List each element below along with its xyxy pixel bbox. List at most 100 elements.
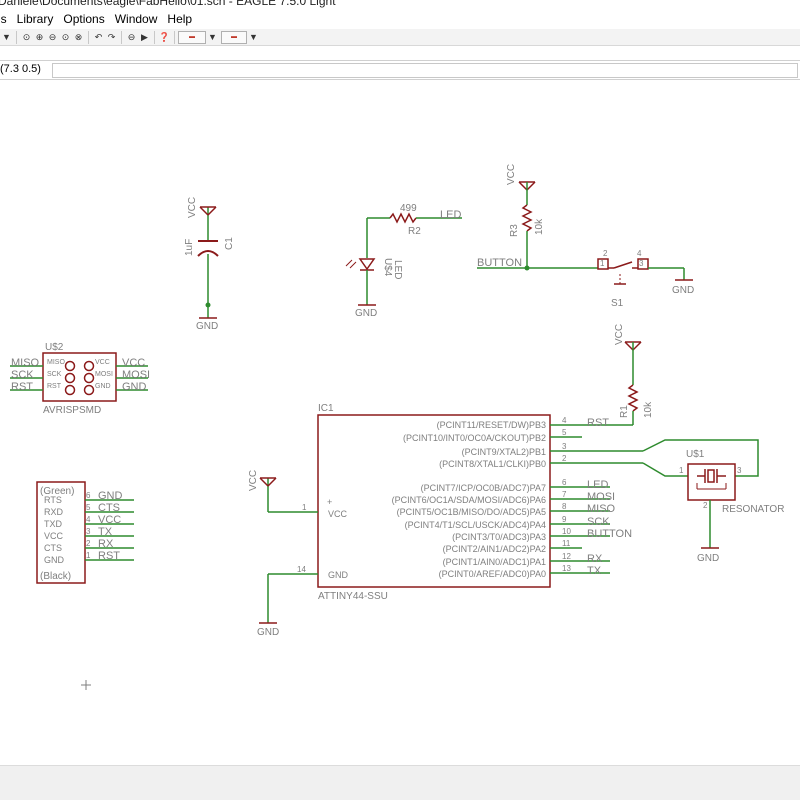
ic1-net-button: BUTTON <box>587 528 632 540</box>
menu-help[interactable]: Help <box>167 12 193 26</box>
ftdi-bottom-label: (Black) <box>40 571 71 582</box>
ic1-gnd-pin: GND <box>328 570 349 580</box>
ic1-net-rx: RX <box>587 553 603 565</box>
schematic-canvas[interactable]: VCC 1uF C1 GND 499 R2 LED U$4 LED GND VC… <box>0 80 800 765</box>
design-link-icon[interactable]: ▬ <box>178 30 206 44</box>
r1-value-label: 10k <box>643 401 654 418</box>
go-icon[interactable]: ▶ <box>141 31 148 42</box>
led-name-label: U$4 <box>382 258 393 277</box>
s1-pin3-label: 3 <box>639 259 644 268</box>
menu-tools[interactable]: ls <box>0 12 7 26</box>
toolbar-separator <box>154 30 155 44</box>
menu-options[interactable]: Options <box>63 12 105 26</box>
c1-gnd-label: GND <box>196 321 218 332</box>
ic1-num-4: 4 <box>562 416 567 425</box>
r3-name-label: R3 <box>509 224 520 237</box>
isp-pin-miso: MISO <box>47 359 65 366</box>
ic1-num-12: 12 <box>562 552 571 561</box>
ftdi-pin-cts: CTS <box>44 543 62 553</box>
help-icon[interactable]: ❓ <box>158 31 171 42</box>
isp-net-miso: MISO <box>11 357 40 369</box>
resonator-name-label: U$1 <box>686 449 705 460</box>
stop-icon[interactable]: ⊖ <box>127 31 136 42</box>
ic1-num-10: 10 <box>562 527 571 536</box>
ftdi-pin-txd: TXD <box>44 519 63 529</box>
ic1-pin-pa7: (PCINT7/ICP/OC0B/ADC7)PA7 <box>421 483 546 493</box>
ic1-num-13: 13 <box>562 564 571 573</box>
toolbar-separator <box>174 30 175 44</box>
redo-icon[interactable]: ↷ <box>107 31 116 42</box>
ic1-net-led: LED <box>587 479 608 491</box>
switch-s1[interactable]: 2 4 1 3 S1 GND <box>597 249 694 309</box>
origin-marker <box>81 680 91 690</box>
resistor-r1[interactable]: VCC R1 10k <box>614 324 654 425</box>
open-icon[interactable]: ▼ <box>2 32 11 42</box>
isp-pin-sck: SCK <box>47 371 62 378</box>
ic1-pin-pa1: (PCINT1/AIN0/ADC1)PA1 <box>443 557 546 567</box>
toolbar-separator <box>88 30 89 44</box>
zoom-fit-icon[interactable]: ⊙ <box>22 31 31 42</box>
led-u4[interactable]: U$4 LED GND <box>345 258 403 319</box>
ic1-gnd-num: 14 <box>297 565 306 574</box>
menu-library[interactable]: Library <box>16 12 54 26</box>
ic1-value-label: ATTINY44-SSU <box>318 591 388 602</box>
command-input[interactable] <box>52 63 798 78</box>
s1-pin1-label: 1 <box>600 259 605 268</box>
resonator-gnd-label: GND <box>697 553 719 564</box>
isp-header-u2[interactable]: U$2 AVRISPSMD MISO SCK RST MISO SCK RST … <box>10 342 150 416</box>
ic1-pin-pb2: (PCINT10/INT0/OC0A/CKOUT)PB2 <box>403 433 546 443</box>
s1-name-label: S1 <box>611 298 624 309</box>
resonator-pin2: 2 <box>703 501 708 510</box>
dropdown-icon[interactable]: ▼ <box>208 32 217 42</box>
ic1-num-6: 6 <box>562 478 567 487</box>
ftdi-num-5: 5 <box>86 503 91 512</box>
zoom-in-icon[interactable]: ⊕ <box>35 31 44 42</box>
ftdi-num-3: 3 <box>86 527 91 536</box>
window-title: Daniele\Documents\eagle\FabHello\01.sch … <box>0 0 336 8</box>
isp-net-vcc: VCC <box>122 357 145 369</box>
c1-value-label: 1uF <box>184 239 195 256</box>
r3-value-label: 10k <box>534 218 545 235</box>
cad-soft-icon[interactable]: ▬ <box>221 30 247 44</box>
capacitor-c1[interactable]: VCC 1uF C1 GND <box>184 197 235 332</box>
zoom-select-icon[interactable]: ⊙ <box>61 31 70 42</box>
isp-pin-gnd: GND <box>95 383 111 390</box>
resistor-r3[interactable]: VCC R3 10k BUTTON <box>477 164 598 271</box>
resistor-r2[interactable]: 499 R2 LED <box>366 203 462 258</box>
microcontroller-ic1[interactable]: IC1 ATTINY44-SSU + VCC GND 1 VCC 14 GND <box>248 403 759 638</box>
r2-name-label: R2 <box>408 226 421 237</box>
zoom-area-icon[interactable]: ⊗ <box>74 31 83 42</box>
toolbar-separator <box>16 30 17 44</box>
ic1-num-8: 8 <box>562 502 567 511</box>
dropdown-icon[interactable]: ▼ <box>249 32 258 42</box>
ftdi-pin-vcc: VCC <box>44 531 64 541</box>
ftdi-num-4: 4 <box>86 515 91 524</box>
coordinate-display: (7.3 0.5) <box>0 63 41 75</box>
ic1-net-tx: TX <box>587 565 602 577</box>
ic1-num-5: 5 <box>562 428 567 437</box>
ic1-vcc-net: VCC <box>248 470 259 491</box>
menu-bar: ls Library Options Window Help <box>0 9 800 29</box>
status-bar <box>0 765 800 800</box>
ftdi-header[interactable]: (Green) (Black) RTS RXD TXD VCC CTS GND … <box>36 481 134 584</box>
ftdi-net-vcc: VCC <box>98 514 121 526</box>
isp-net-rst: RST <box>11 381 33 393</box>
ic1-pin-pb0: (PCINT8/XTAL1/CLKI)PB0 <box>439 459 546 469</box>
ic1-net-miso: MISO <box>587 503 616 515</box>
ftdi-net-cts: CTS <box>98 502 120 514</box>
undo-icon[interactable]: ↶ <box>94 31 103 42</box>
menu-window[interactable]: Window <box>114 12 158 26</box>
ic1-pin-pb3: (PCINT11/RESET/DW)PB3 <box>437 420 546 430</box>
ic1-num-7: 7 <box>562 490 567 499</box>
s1-gnd-label: GND <box>672 285 694 296</box>
ftdi-num-6: 6 <box>86 491 91 500</box>
isp-net-mosi: MOSI <box>122 369 150 381</box>
resonator-u1[interactable]: U$1 RESONATOR 1 2 3 GND <box>679 449 784 564</box>
ftdi-pin-rts: RTS <box>44 495 62 505</box>
zoom-out-icon[interactable]: ⊖ <box>48 31 57 42</box>
ftdi-net-rst: RST <box>98 550 120 562</box>
ftdi-net-rx: RX <box>98 538 114 550</box>
ic1-pin-pa2: (PCINT2/AIN1/ADC2)PA2 <box>443 544 546 554</box>
isp-pin-mosi: MOSI <box>95 371 113 378</box>
c1-name-label: C1 <box>224 237 235 250</box>
